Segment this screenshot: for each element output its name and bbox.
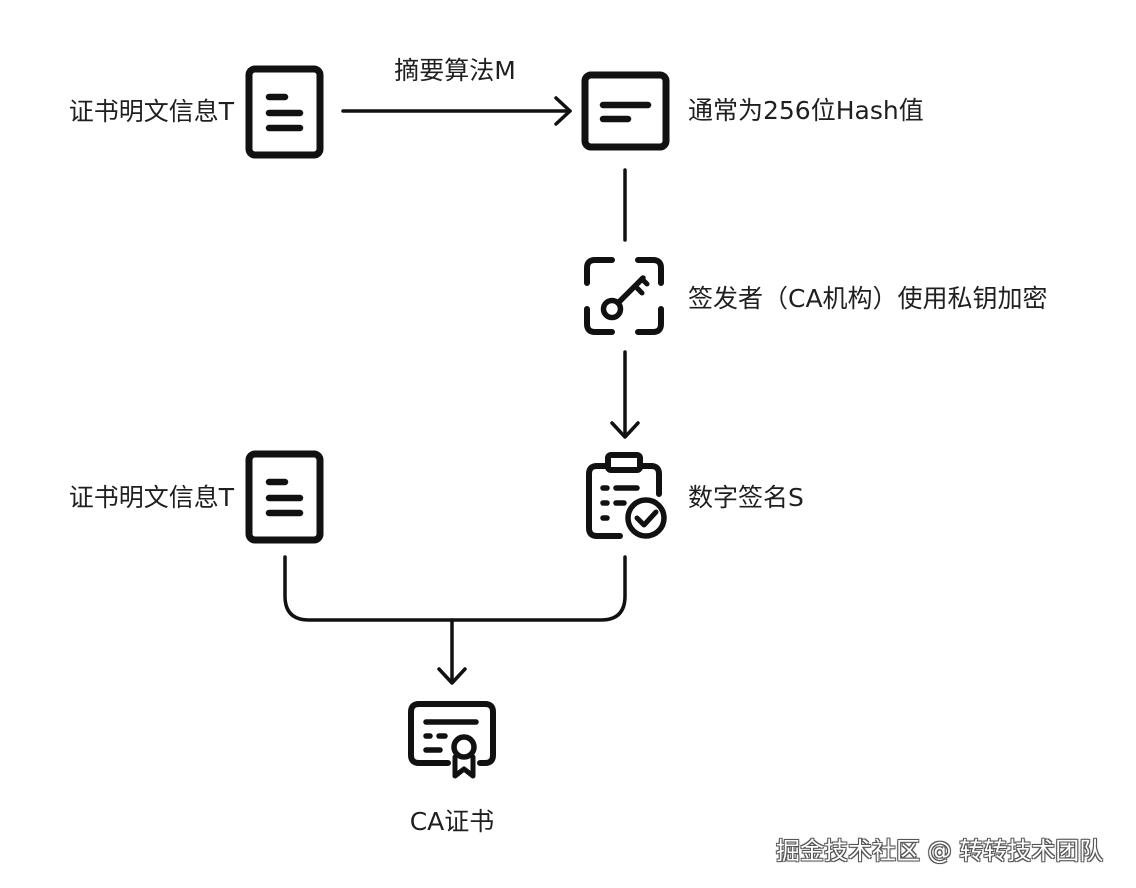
- watermark: 掘金技术社区 @ 转转技术团队: [776, 837, 1104, 865]
- document-icon: [245, 450, 324, 544]
- edge-label-digest: 摘要算法M: [394, 56, 516, 85]
- node-label-plaintext-bottom: 证书明文信息T: [68, 483, 234, 512]
- key-icon: [584, 257, 664, 335]
- node-label-key: 签发者（CA机构）使用私钥加密: [688, 284, 1048, 313]
- node-label-signature: 数字签名S: [688, 483, 804, 512]
- certificate-icon: [408, 701, 496, 779]
- edge-key-to-signature-arrow: [610, 350, 640, 439]
- signed-clipboard-icon: [586, 452, 667, 539]
- edge-digest-arrow: [341, 96, 572, 126]
- node-label-hash: 通常为256位Hash值: [688, 96, 924, 125]
- document-icon: [245, 65, 324, 159]
- connectors: [283, 96, 640, 685]
- node-label-plaintext-top: 证书明文信息T: [68, 97, 234, 126]
- node-label-certificate: CA证书: [409, 807, 495, 836]
- hash-document-icon: [581, 71, 670, 151]
- edge-merge-to-certificate: [283, 555, 627, 685]
